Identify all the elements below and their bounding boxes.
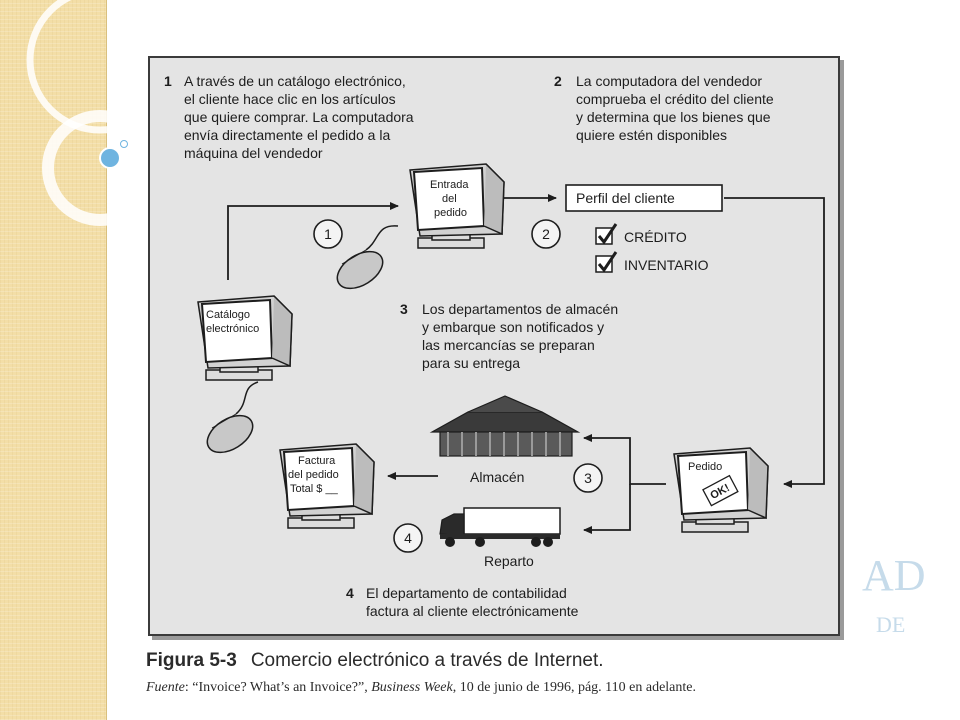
- step-3-text: 3 Los departamentos de almacén y embarqu…: [400, 301, 618, 371]
- circle-number: 3: [584, 470, 592, 486]
- check-label: CRÉDITO: [624, 229, 687, 245]
- arrow-order-to-warehouse: [583, 434, 666, 485]
- ecommerce-flow-diagram: 1 A través de un catálogo electrónico, e…: [164, 73, 825, 619]
- ok-stamp: OK!: [702, 474, 739, 507]
- watermark-text-2: DE: [876, 612, 905, 637]
- mouse-icon: [330, 225, 399, 297]
- step-4-number: 4: [346, 585, 354, 601]
- step-2-text: 2 La computadora del vendedor comprueba …: [554, 73, 774, 143]
- arrow-catalog-to-entry: [227, 202, 399, 280]
- order-computer: Pedido OK!: [673, 447, 769, 533]
- computer-label: electrónico: [206, 323, 259, 335]
- computer-label: Factura: [298, 455, 336, 467]
- computer-label: del: [442, 193, 457, 205]
- warehouse-label: Almacén: [470, 469, 524, 485]
- computer-label: del pedido: [288, 469, 339, 481]
- step-3-line: las mercancías se preparan: [422, 337, 595, 353]
- check-label: INVENTARIO: [624, 257, 709, 273]
- step-1-line: envía directamente el pedido a la: [184, 127, 390, 143]
- figure-panel: 1 A través de un catálogo electrónico, e…: [148, 56, 840, 636]
- small-bubble-icon: [120, 140, 128, 148]
- step-1-text: 1 A través de un catálogo electrónico, e…: [164, 73, 414, 161]
- caption-source: Fuente: “Invoice? What’s an Invoice?”, B…: [146, 680, 906, 696]
- computer-label: pedido: [434, 207, 467, 219]
- step-3-line: para su entrega: [422, 355, 520, 371]
- source-details: , 10 de junio de 1996, pág. 110 en adela…: [452, 680, 696, 695]
- order-entry-computer: Entrada del pedido: [409, 163, 505, 249]
- ring-medium: [42, 110, 140, 226]
- step-2-line: y determina que los bienes que: [576, 109, 771, 125]
- computer-label: Pedido: [688, 461, 722, 473]
- circle-step-4: 4: [393, 523, 423, 553]
- circle-step-1: 1: [313, 219, 343, 249]
- arrow-order-to-delivery: [583, 484, 631, 534]
- source-prefix: Fuente: [146, 680, 185, 695]
- check-inventory: INVENTARIO: [595, 251, 709, 273]
- truck-icon: [439, 507, 561, 547]
- step-2-line: quiere estén disponibles: [576, 127, 727, 143]
- circle-number: 4: [404, 530, 412, 546]
- figure-caption: Figura 5-3 Comercio electrónico a través …: [146, 650, 906, 696]
- circle-step-3: 3: [573, 463, 603, 493]
- checkmark-icon: [597, 251, 618, 273]
- profile-title: Perfil del cliente: [576, 190, 675, 206]
- mouse-icon: [200, 381, 260, 461]
- profile-box: [565, 184, 723, 212]
- decorative-rings: [26, 0, 140, 226]
- computer-label: Entrada: [430, 179, 469, 191]
- step-1-line: A través de un catálogo electrónico,: [184, 73, 406, 89]
- step-1-line: que quiere comprar. La computadora: [184, 109, 414, 125]
- step-2-number: 2: [554, 73, 562, 89]
- warehouse-icon: [429, 395, 581, 457]
- step-4-text: 4 El departamento de contabilidad factur…: [346, 585, 579, 619]
- check-credit: CRÉDITO: [595, 223, 687, 245]
- step-1-number: 1: [164, 73, 172, 89]
- source-quote: : “Invoice? What’s an Invoice?”,: [184, 680, 372, 695]
- invoice-computer: Factura del pedido Total $ __: [279, 443, 375, 529]
- computer-label: Total $ __: [290, 483, 339, 495]
- source-publication: Business Week: [371, 680, 453, 695]
- figure-title: Comercio electrónico a través de Interne…: [250, 650, 604, 671]
- customer-profile: Perfil del cliente CRÉDITO INVENTARIO: [565, 184, 723, 273]
- arrow-profile-to-order: [724, 197, 825, 488]
- blue-bubble-icon: [99, 147, 121, 169]
- step-1-line: máquina del vendedor: [184, 145, 323, 161]
- step-4-line: factura al cliente electrónicamente: [366, 603, 579, 619]
- caption-title: Figura 5-3 Comercio electrónico a través …: [146, 650, 906, 672]
- circle-number: 2: [542, 226, 550, 242]
- step-1-line: el cliente hace clic en los artículos: [184, 91, 396, 107]
- step-2-line: comprueba el crédito del cliente: [576, 91, 774, 107]
- delivery-label: Reparto: [484, 553, 534, 569]
- circle-step-2: 2: [531, 219, 561, 249]
- watermark-text-1: AD: [862, 551, 926, 600]
- circle-number: 1: [324, 226, 332, 242]
- step-3-line: y embarque son notificados y: [422, 319, 604, 335]
- checkmark-icon: [597, 223, 618, 245]
- computer-label: Catálogo: [206, 309, 250, 321]
- step-4-line: El departamento de contabilidad: [366, 585, 567, 601]
- step-3-number: 3: [400, 301, 408, 317]
- step-2-line: La computadora del vendedor: [576, 73, 762, 89]
- step-3-line: Los departamentos de almacén: [422, 301, 618, 317]
- ring-large: [26, 0, 140, 134]
- catalog-computer: Catálogo electrónico: [197, 295, 293, 381]
- figure-label: Figura 5-3: [146, 650, 237, 671]
